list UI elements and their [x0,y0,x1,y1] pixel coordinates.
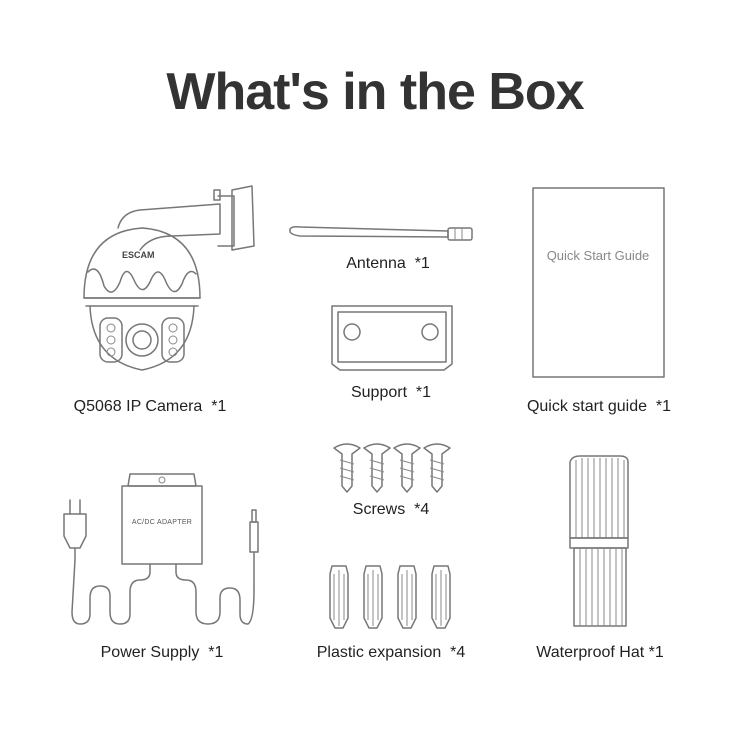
antenna-label: Antenna *1 [346,255,430,272]
screws-label: Screws *4 [352,501,430,518]
guide-label: Quick start guide *1 [526,398,672,415]
plastic-expansion-label: Plastic expansion *4 [316,644,466,661]
camera-logo: ESCAM [122,250,155,260]
support-label: Support *1 [350,384,432,401]
page-title: What's in the Box [166,63,584,121]
guide-cover-text: Quick Start Guide [547,248,650,263]
power-supply-label: Power Supply *1 [100,644,224,661]
adapter-label-text: AC/DC ADAPTER [132,519,192,526]
camera-label: Q5068 IP Camera *1 [73,398,227,415]
waterproof-hat-label: Waterproof Hat *1 [536,644,664,661]
